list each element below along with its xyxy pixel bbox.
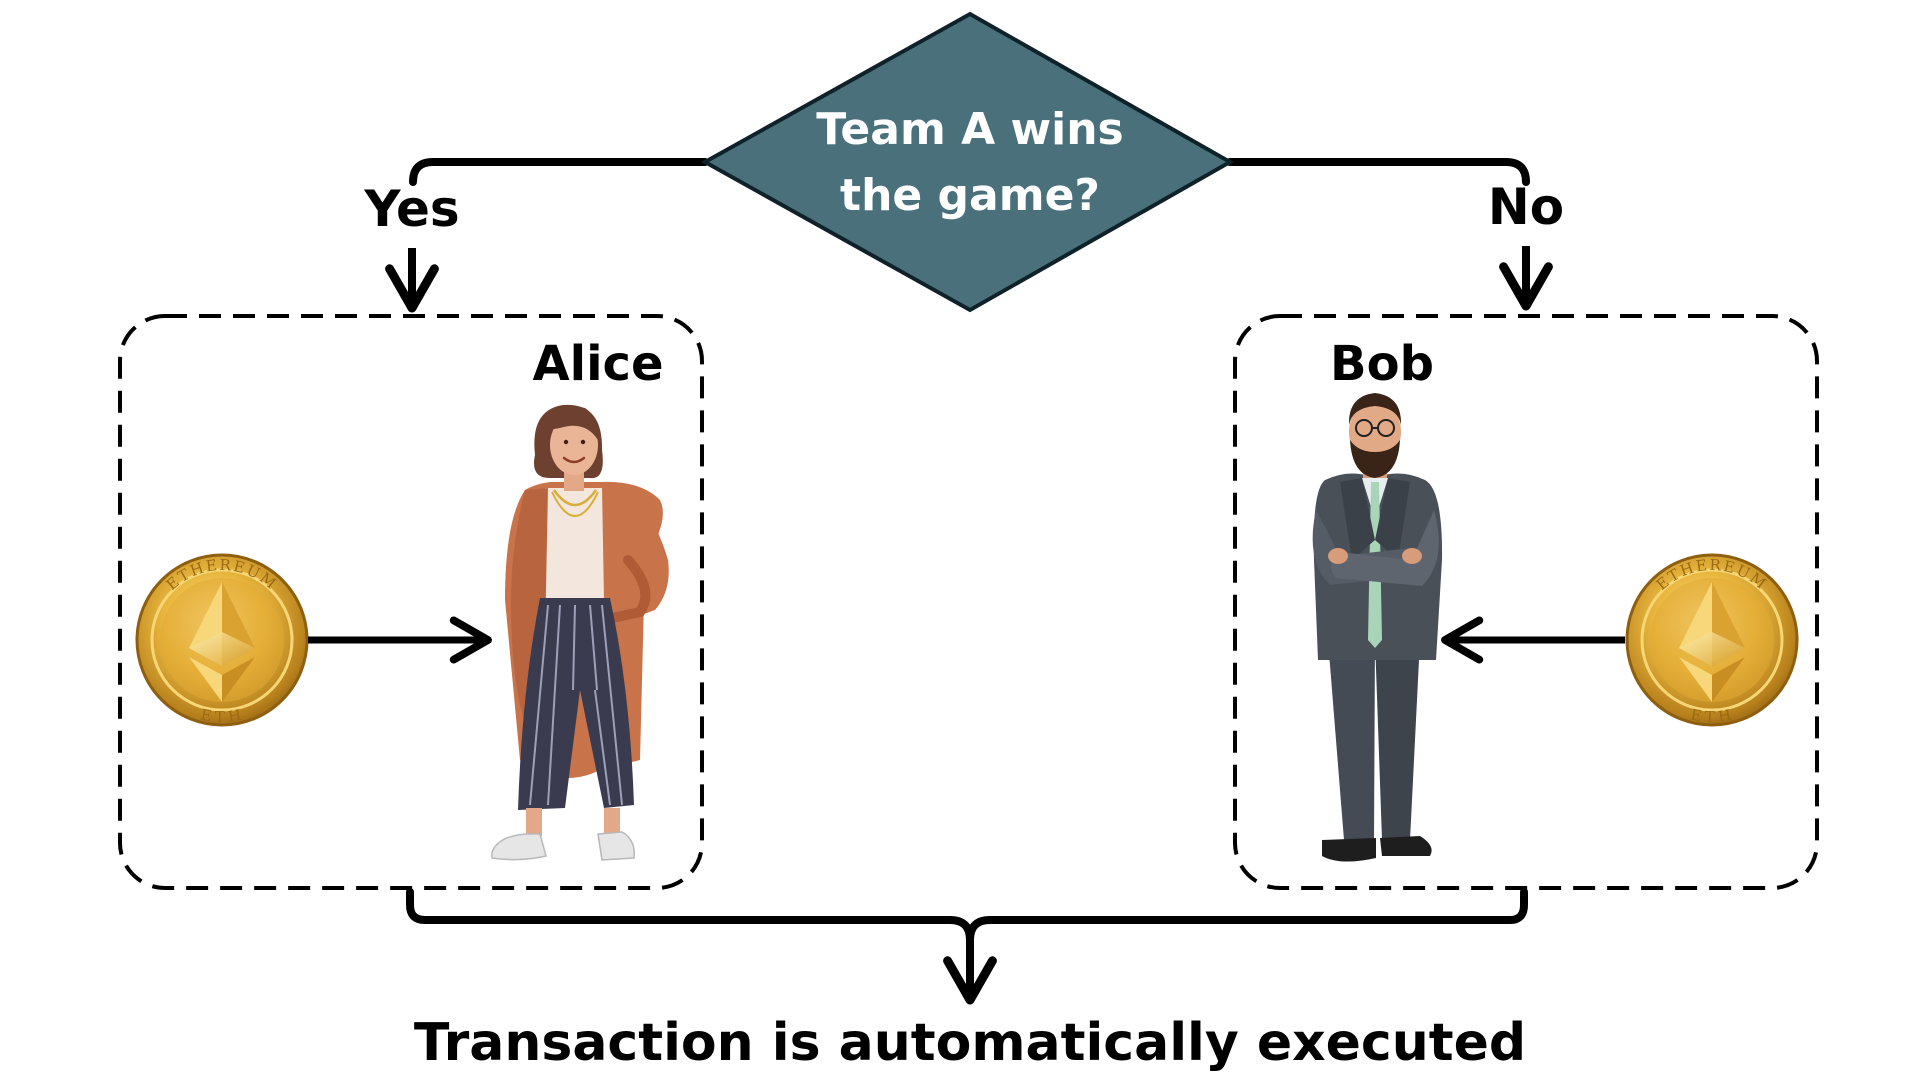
bob-avatar (1312, 393, 1443, 862)
connector-no (1226, 158, 1530, 186)
alice-avatar (491, 404, 669, 861)
decision-text-line2: the game? (840, 170, 1100, 221)
decision-text-line1: Team A wins (816, 104, 1123, 155)
bottom-bracket (406, 888, 1528, 944)
bob-box (1233, 314, 1819, 890)
coin-bottom-text-left: ETH (199, 705, 245, 726)
alice-name: Alice (532, 336, 663, 392)
bob-name: Bob (1330, 336, 1434, 392)
decision-diamond: Team A wins the game? (700, 11, 1235, 313)
connector-yes (409, 158, 709, 186)
ethereum-coin-icon-left: ETHEREUM ETH (135, 553, 309, 727)
coin-bottom-text-right: ETH (1689, 705, 1735, 726)
alice-box (118, 314, 704, 890)
ethereum-diamond-icon-left (189, 582, 255, 702)
result-text: Transaction is automatically executed (414, 1013, 1526, 1073)
no-label: No (1488, 178, 1564, 236)
ethereum-coin-icon-right: ETHEREUM ETH (1625, 553, 1799, 727)
ethereum-diamond-icon-right (1679, 582, 1745, 702)
yes-label: Yes (363, 180, 459, 238)
